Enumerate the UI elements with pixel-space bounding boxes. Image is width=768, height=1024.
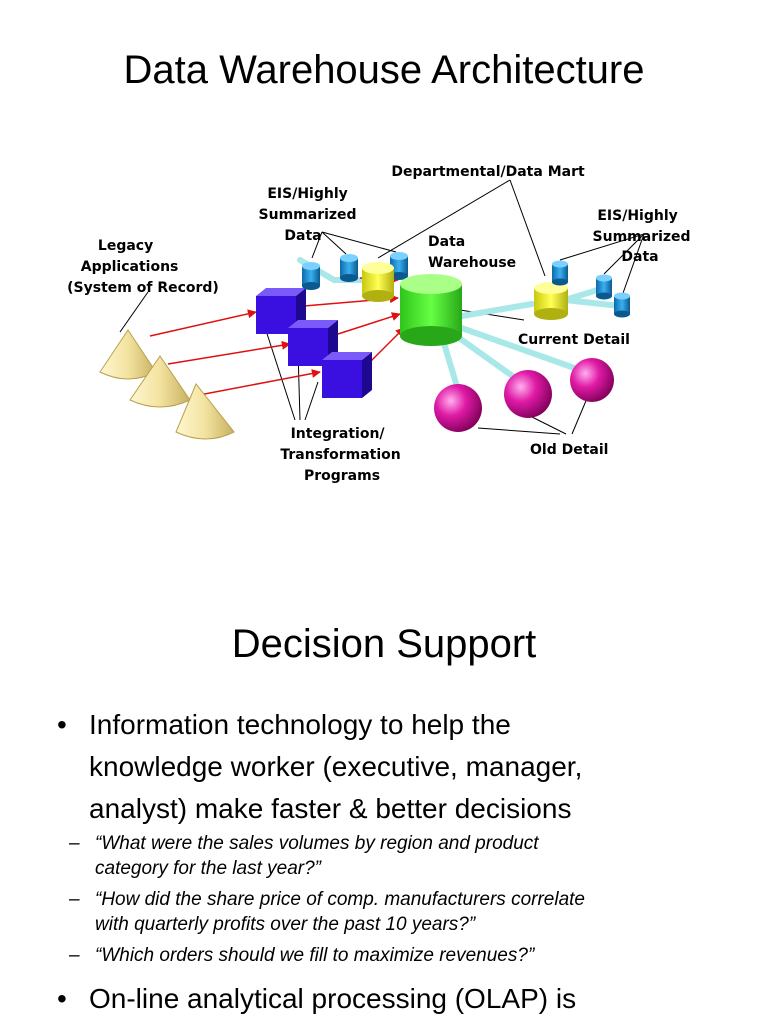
old-detail-sphere-icons	[434, 358, 614, 432]
bullet-dot: •	[57, 983, 67, 1014]
summary-data-icons-right	[552, 260, 630, 318]
sub-bullet-line: “How did the share price of comp. manufa…	[95, 889, 585, 910]
label-current-detail: Current Detail	[518, 332, 630, 348]
data-mart-icon-right	[534, 282, 568, 320]
bullet-olap: • On-line analytical processing (OLAP) i…	[57, 978, 577, 1020]
sub-bullet-line: with quarterly profits over the past 10 …	[95, 914, 476, 935]
sub-bullet-line: “What were the sales volumes by region a…	[95, 833, 539, 854]
slide-title-architecture: Data Warehouse Architecture	[123, 48, 645, 92]
data-warehouse-icon	[400, 274, 462, 346]
data-mart-icon-left	[362, 262, 394, 302]
bullet-line: On-line analytical processing (OLAP) is	[89, 983, 577, 1014]
label-old-detail: Old Detail	[530, 442, 608, 458]
sub-bullet-sales-volumes: – “What were the sales volumes by region…	[69, 831, 735, 881]
label-data-warehouse: Data Warehouse	[428, 234, 516, 271]
sub-bullet-orders: – “Which orders should we fill to maximi…	[69, 943, 735, 968]
integration-cube-icons	[256, 288, 372, 398]
architecture-diagram: Legacy Applications (System of Record) E…	[67, 164, 696, 484]
label-legacy: Legacy Applications (System of Record)	[67, 238, 219, 296]
sub-bullet-dash: –	[69, 945, 80, 966]
sub-bullet-dash: –	[69, 833, 80, 854]
bullet-line: analyst) make faster & better decisions	[89, 793, 572, 824]
sub-bullet-dash: –	[69, 889, 80, 910]
label-eis-left: EIS/Highly Summarized Data	[259, 186, 362, 244]
legacy-cone-icons	[99, 329, 235, 440]
sub-bullet-line: category for the last year?”	[95, 858, 321, 879]
label-departmental-data-mart: Departmental/Data Mart	[391, 164, 585, 180]
bullet-line: Information technology to help the	[89, 709, 511, 740]
label-eis-right: EIS/Highly Summarized Data	[593, 208, 696, 265]
summary-data-icons-left	[302, 252, 408, 290]
sub-bullet-line: “Which orders should we fill to maximize…	[95, 945, 535, 966]
sub-bullet-share-price: – “How did the share price of comp. manu…	[69, 887, 735, 937]
bullet-line: knowledge worker (executive, manager,	[89, 751, 583, 782]
bullet-information-technology: • Information technology to help the kno…	[57, 704, 583, 830]
slide-title-decision-support: Decision Support	[231, 622, 537, 666]
label-integration-programs: Integration/ Transformation Programs	[280, 426, 405, 484]
annotation-lines	[119, 179, 645, 435]
bullet-dot: •	[57, 709, 67, 740]
